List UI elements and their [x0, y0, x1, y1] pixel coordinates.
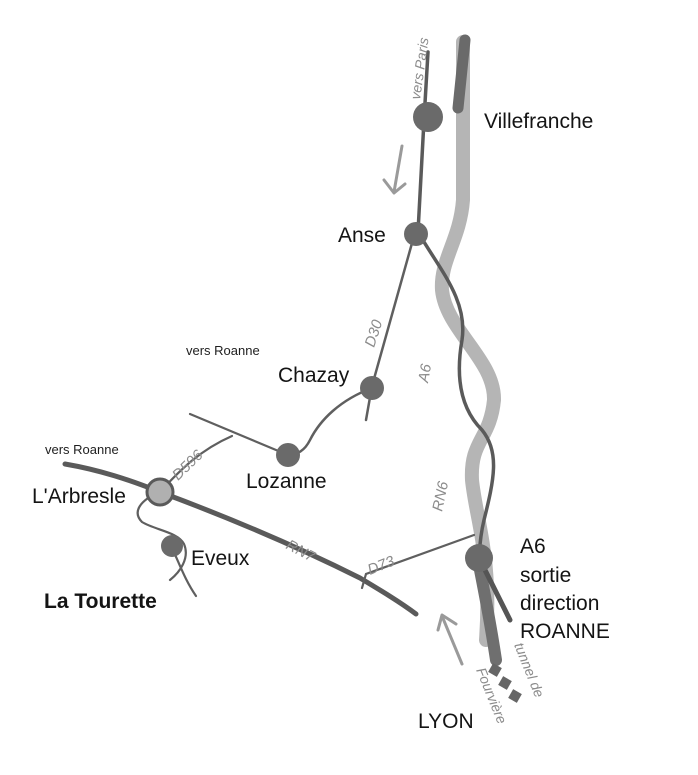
lyon-label: LYON: [418, 710, 474, 733]
exit-note-line3: direction: [520, 592, 599, 615]
a6-exit-dot: [465, 544, 493, 572]
la-tourette-label: La Tourette: [44, 590, 157, 613]
chazay-label: Chazay: [278, 364, 350, 387]
a6-highway: [434, 35, 502, 647]
exit-note-line4: ROANNE: [520, 620, 610, 643]
eveux-dot: [161, 535, 183, 557]
arrow-south-icon: [382, 144, 407, 195]
chazay-dot: [360, 376, 384, 400]
exit-note-line2: sortie: [520, 564, 571, 587]
d73-road: [360, 533, 476, 590]
tunnel-fourviere: [488, 663, 522, 703]
exit-note: A6 sortie direction ROANNE: [520, 535, 610, 643]
rn7-label: RN7: [283, 537, 318, 566]
tunnel-label-line1: tunnel de: [511, 640, 547, 700]
rn7-road: [62, 461, 419, 617]
rn6-road: [416, 50, 496, 567]
exit-note-line1: A6: [520, 535, 546, 558]
d73-label: D73: [365, 552, 397, 578]
lozanne-dot: [276, 443, 300, 467]
arrow-north-icon: [436, 613, 464, 666]
tunnel-label-line2: Fourvière: [473, 665, 510, 726]
villefranche-dot: [413, 102, 443, 132]
vers-roanne-left-label: vers Roanne: [45, 442, 119, 457]
villefranche-label: Villefranche: [484, 110, 593, 133]
d596-label: D596: [169, 446, 207, 484]
road-vers-roanne-upper: [188, 412, 290, 457]
eveux-label: Eveux: [191, 547, 250, 570]
road-chazay-lozanne: [286, 386, 374, 457]
larbresle-dot: [145, 477, 175, 507]
lozanne-label: Lozanne: [246, 470, 327, 493]
anse-dot: [404, 222, 428, 246]
rn6-label: RN6: [429, 479, 452, 513]
vers-roanne-upper-label: vers Roanne: [186, 343, 260, 358]
a6-north-dark: [452, 34, 471, 114]
anse-label: Anse: [338, 224, 386, 247]
a6-label: A6: [415, 362, 435, 385]
road-eveux-loop: [136, 490, 187, 582]
larbresle-label: L'Arbresle: [32, 485, 126, 508]
